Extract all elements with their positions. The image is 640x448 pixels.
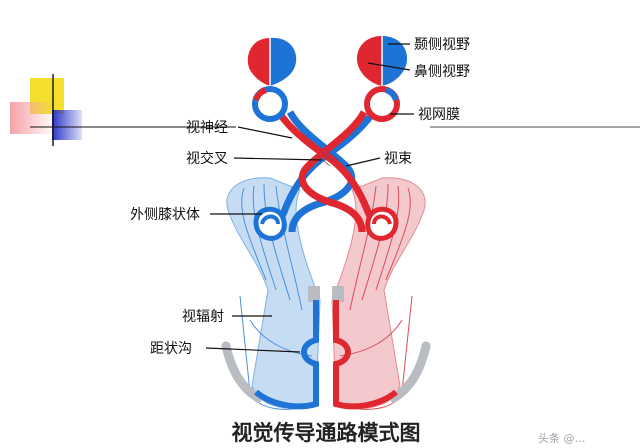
right-lgn <box>365 206 399 241</box>
deco-red-block <box>10 102 56 134</box>
label-temporal-field: 颞侧视野 <box>414 37 470 53</box>
label-optic-tract: 视束 <box>384 151 412 167</box>
left-lgn <box>253 206 287 241</box>
right-eye <box>364 86 400 122</box>
label-retina: 视网膜 <box>418 107 460 123</box>
leader-lines <box>205 43 414 353</box>
left-calcarine-cortex <box>254 300 319 410</box>
deco-blue-block <box>52 110 82 140</box>
cortex-gray-edges <box>221 286 431 403</box>
left-eye <box>252 86 288 122</box>
corner-decoration <box>10 74 640 146</box>
label-optic-nerve: 视神经 <box>186 120 228 136</box>
label-optic-chiasm: 视交叉 <box>186 150 228 167</box>
right-visual-field <box>356 36 408 86</box>
left-visual-field <box>247 37 297 86</box>
label-nasal-field: 鼻侧视野 <box>414 63 470 80</box>
leader-chiasm <box>233 157 323 161</box>
right-calcarine-cortex <box>333 300 398 410</box>
leader-tract <box>345 157 381 167</box>
label-calcarine-sulcus: 距状沟 <box>150 341 192 357</box>
chiasm-marker <box>317 149 339 167</box>
leader-nasal <box>367 62 411 71</box>
watermark: 头条 @… <box>538 431 586 445</box>
leader-optic-nerve <box>237 126 293 139</box>
label-lgn: 外侧膝状体 <box>130 207 200 223</box>
label-optic-radiation: 视辐射 <box>182 309 224 325</box>
leader-calcarine <box>205 347 301 353</box>
diagram-title: 视觉传导通路模式图 <box>232 421 421 445</box>
